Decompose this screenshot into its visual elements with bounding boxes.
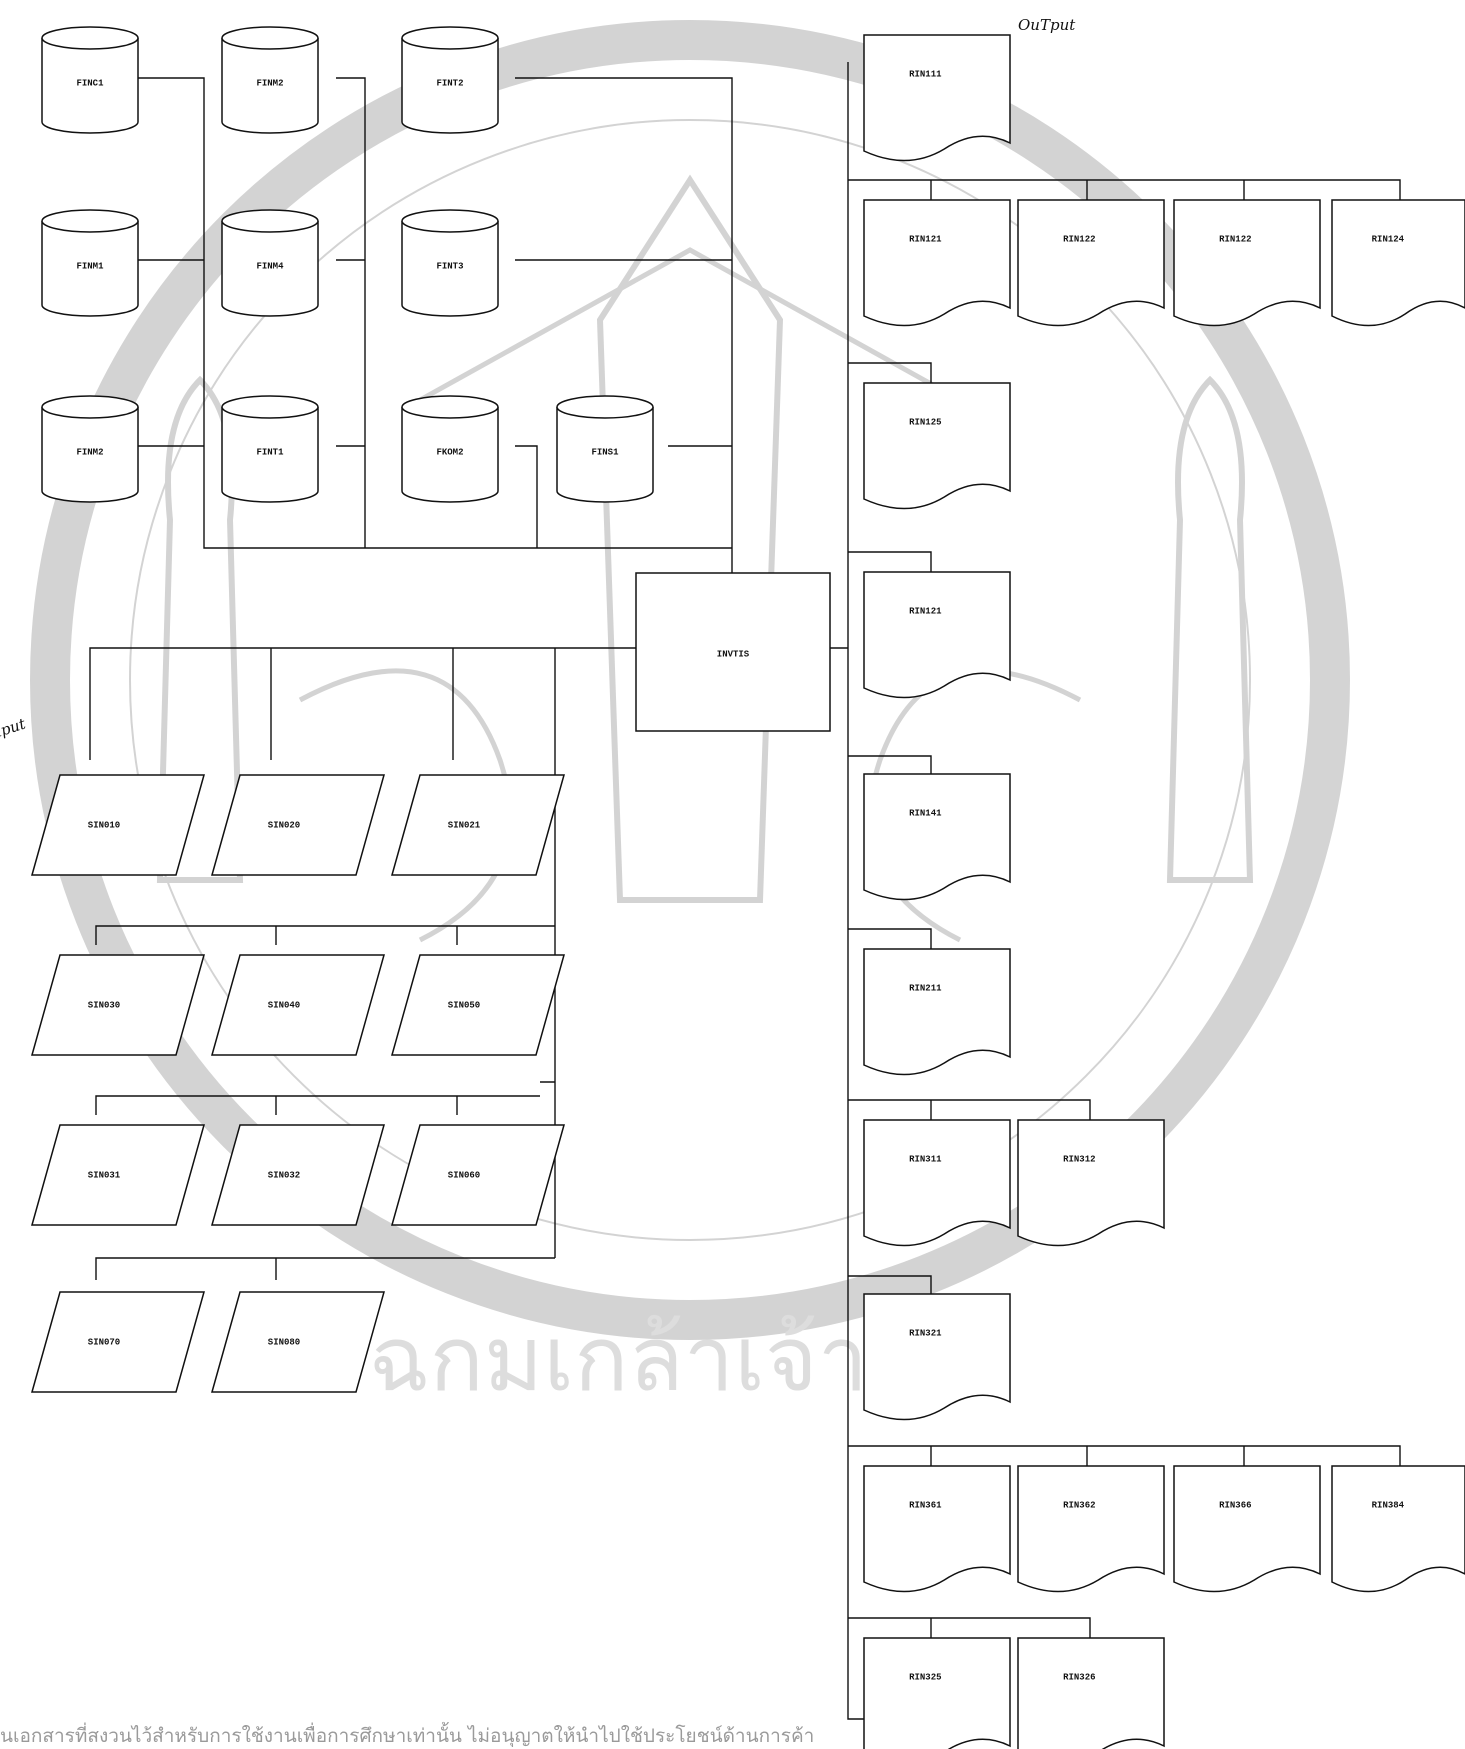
file-f4: FINM1: [42, 210, 138, 316]
input-i6: SIN050: [392, 955, 564, 1055]
file-f9: FKOM2: [402, 396, 498, 502]
report-r13: RIN361: [864, 1466, 1010, 1592]
footer-notice: นเอกสารที่สงวนไว้สำหรับการใช้งานเพื่อการ…: [0, 1722, 814, 1748]
node-label: RIN361: [909, 1500, 942, 1510]
node-label: FINM2: [76, 447, 103, 457]
file-f3: FINT2: [402, 27, 498, 133]
node-label: RIN125: [909, 417, 941, 427]
file-f7: FINM2: [42, 396, 138, 502]
node-label: RIN111: [909, 69, 942, 79]
input-i9: SIN060: [392, 1125, 564, 1225]
node-label: RIN122: [1219, 234, 1251, 244]
node-label: SIN020: [268, 820, 300, 830]
input-i8: SIN032: [212, 1125, 384, 1225]
node-label: RIN311: [909, 1154, 942, 1164]
input-annotation: Input: [0, 714, 29, 744]
node-label: RIN124: [1372, 234, 1405, 244]
node-label: FINC1: [76, 78, 104, 88]
node-label: RIN362: [1063, 1500, 1095, 1510]
node-label: RIN121: [909, 606, 942, 616]
report-r8: RIN141: [864, 774, 1010, 900]
node-label: RIN122: [1063, 234, 1095, 244]
process-label: INVTIS: [717, 649, 750, 659]
node-label: SIN070: [88, 1337, 120, 1347]
report-r3: RIN122: [1018, 200, 1164, 326]
input-i3: SIN021: [392, 775, 564, 875]
node-label: SIN060: [448, 1170, 480, 1180]
input-i7: SIN031: [32, 1125, 204, 1225]
node-label: RIN326: [1063, 1672, 1095, 1682]
node-label: FINT1: [256, 447, 284, 457]
report-r1: RIN111: [864, 35, 1010, 161]
report-r16: RIN384: [1332, 1466, 1465, 1592]
node-label: RIN321: [909, 1328, 942, 1338]
node-label: RIN312: [1063, 1154, 1095, 1164]
input-i11: SIN080: [212, 1292, 384, 1392]
file-f1: FINC1: [42, 27, 138, 133]
node-label: FINT3: [436, 261, 463, 271]
report-r14: RIN362: [1018, 1466, 1164, 1592]
report-r17: RIN325: [864, 1638, 1010, 1749]
node-label: SIN032: [268, 1170, 300, 1180]
node-label: SIN031: [88, 1170, 121, 1180]
report-r5: RIN124: [1332, 200, 1465, 326]
report-r2: RIN121: [864, 200, 1010, 326]
input-i10: SIN070: [32, 1292, 204, 1392]
input-i1: SIN010: [32, 775, 204, 875]
output-annotation: OuTput: [1018, 16, 1076, 34]
report-r11: RIN312: [1018, 1120, 1164, 1246]
node-label: RIN325: [909, 1672, 941, 1682]
node-label: FINM4: [256, 261, 284, 271]
node-label: RIN121: [909, 234, 942, 244]
node-label: FINM1: [76, 261, 104, 271]
node-label: FINM2: [256, 78, 283, 88]
report-r9: RIN211: [864, 949, 1010, 1075]
process-invtis: INVTIS: [636, 573, 830, 731]
input-i4: SIN030: [32, 955, 204, 1055]
file-f10: FINS1: [557, 396, 653, 502]
file-f5: FINM4: [222, 210, 318, 316]
report-r6: RIN125: [864, 383, 1010, 509]
report-r18: RIN326: [1018, 1638, 1164, 1749]
input-i5: SIN040: [212, 955, 384, 1055]
node-label: RIN211: [909, 983, 942, 993]
file-f6: FINT3: [402, 210, 498, 316]
node-label: RIN366: [1219, 1500, 1251, 1510]
node-label: RIN141: [909, 808, 942, 818]
node-label: FINS1: [591, 447, 619, 457]
node-label: SIN050: [448, 1000, 480, 1010]
node-label: SIN030: [88, 1000, 120, 1010]
report-r4: RIN122: [1174, 200, 1320, 326]
node-label: SIN040: [268, 1000, 300, 1010]
node-label: FINT2: [436, 78, 463, 88]
report-r15: RIN366: [1174, 1466, 1320, 1592]
file-f8: FINT1: [222, 396, 318, 502]
node-label: RIN384: [1372, 1500, 1405, 1510]
node-label: SIN010: [88, 820, 120, 830]
node-label: SIN080: [268, 1337, 300, 1347]
input-i2: SIN020: [212, 775, 384, 875]
file-f2: FINM2: [222, 27, 318, 133]
report-r7: RIN121: [864, 572, 1010, 698]
node-label: SIN021: [448, 820, 481, 830]
node-label: FKOM2: [436, 447, 463, 457]
